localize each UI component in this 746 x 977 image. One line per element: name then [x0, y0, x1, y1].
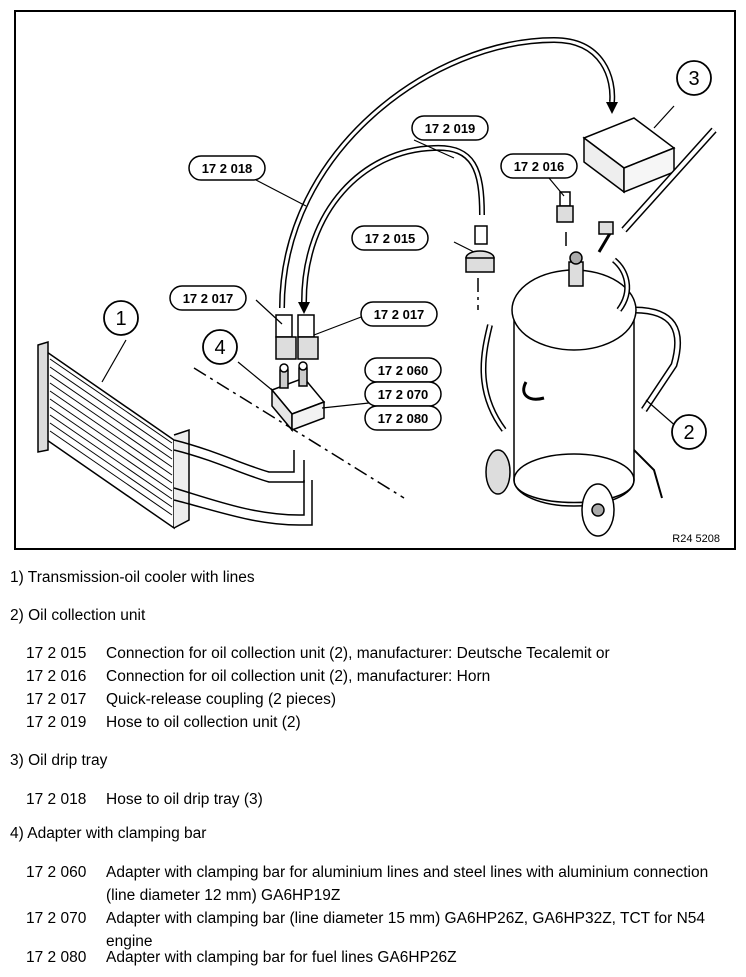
tool-description: Connection for oil collection unit (2), … — [106, 645, 610, 662]
tool-description: Adapter with clamping bar for aluminium … — [106, 864, 709, 904]
oil-cooler-drawing — [37, 340, 313, 530]
legend-group-3: 3) Oil drip tray — [10, 752, 108, 769]
svg-text:17 2 070: 17 2 070 — [378, 387, 429, 402]
tool-description: Hose to oil collection unit (2) — [106, 714, 301, 731]
tool-label-17-2-070: 17 2 070 — [364, 381, 442, 407]
tool-description: Hose to oil drip tray (3) — [106, 791, 263, 808]
svg-text:17 2 019: 17 2 019 — [425, 121, 476, 136]
legend-group-1: 1) Transmission-oil cooler with lines — [10, 569, 255, 586]
diagram-figure: 17 2 018 17 2 019 17 2 016 17 2 015 17 2… — [14, 10, 736, 550]
svg-text:17 2 015: 17 2 015 — [365, 231, 416, 246]
tool-label-17-2-018: 17 2 018 — [188, 155, 266, 181]
tool-code: 17 2 019 — [26, 714, 87, 731]
tool-label-17-2-019: 17 2 019 — [411, 115, 489, 141]
svg-text:2: 2 — [683, 422, 694, 444]
tool-code: 17 2 017 — [26, 691, 87, 708]
hose-to-collection-unit-drawing — [298, 144, 495, 314]
drip-tray-drawing — [582, 117, 676, 194]
svg-text:17 2 016: 17 2 016 — [514, 159, 565, 174]
oil-collection-unit-drawing — [480, 127, 717, 537]
svg-text:4: 4 — [214, 337, 225, 359]
connection-horn-drawing — [556, 191, 574, 223]
assembly-axis-lines — [193, 232, 567, 499]
svg-text:17 2 017: 17 2 017 — [183, 291, 234, 306]
tool-code: 17 2 070 — [26, 910, 87, 927]
tool-code: 17 2 080 — [26, 949, 87, 966]
callout-1: 1 — [103, 300, 139, 336]
legend-group-4: 4) Adapter with clamping bar — [10, 825, 207, 842]
figure-reference: R24 5208 — [672, 533, 720, 545]
tool-description: Adapter with clamping bar for fuel lines… — [106, 949, 457, 966]
svg-text:17 2 060: 17 2 060 — [378, 363, 429, 378]
tool-description: Connection for oil collection unit (2), … — [106, 668, 491, 685]
tool-code: 17 2 060 — [26, 864, 87, 881]
quick-release-couplings — [275, 314, 319, 360]
tool-label-17-2-015: 17 2 015 — [351, 225, 429, 251]
tool-code: 17 2 015 — [26, 645, 87, 662]
tool-label-17-2-017-right: 17 2 017 — [360, 301, 438, 327]
tool-code: 17 2 018 — [26, 791, 87, 808]
svg-text:17 2 018: 17 2 018 — [202, 161, 253, 176]
callout-4: 4 — [202, 329, 238, 365]
svg-text:17 2 080: 17 2 080 — [378, 411, 429, 426]
svg-text:1: 1 — [115, 308, 126, 330]
adapter-drawing — [270, 361, 326, 433]
svg-text:3: 3 — [688, 68, 699, 90]
tool-label-17-2-060: 17 2 060 — [364, 357, 442, 383]
tool-label-17-2-016: 17 2 016 — [500, 153, 578, 179]
tool-code: 17 2 016 — [26, 668, 87, 685]
callout-3: 3 — [676, 60, 712, 96]
tool-label-17-2-017-left: 17 2 017 — [169, 285, 247, 311]
leader-lines — [101, 105, 679, 429]
tool-label-17-2-080: 17 2 080 — [364, 405, 442, 431]
legend-group-2: 2) Oil collection unit — [10, 607, 146, 624]
tool-description: Adapter with clamping bar (line diameter… — [106, 910, 705, 950]
tool-description: Quick-release coupling (2 pieces) — [106, 691, 337, 708]
callout-2: 2 — [671, 414, 707, 450]
svg-text:17 2 017: 17 2 017 — [374, 307, 425, 322]
